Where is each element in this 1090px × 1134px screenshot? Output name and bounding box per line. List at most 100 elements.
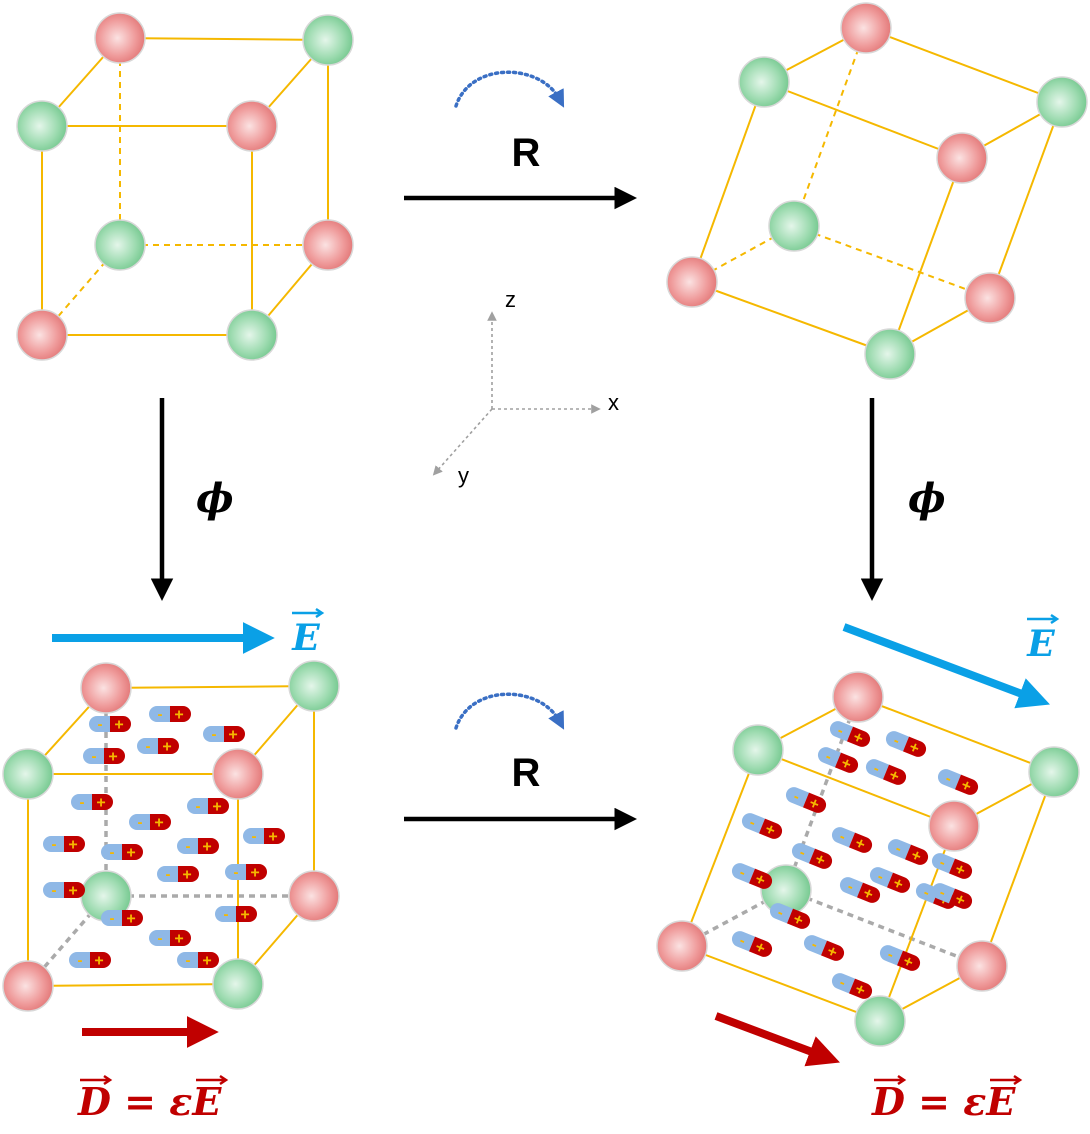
dipole-minus-sign: - bbox=[891, 732, 902, 750]
dipole-icon: -+ bbox=[243, 828, 285, 846]
dipole-minus-sign: - bbox=[52, 836, 57, 853]
dipole-icon: -+ bbox=[885, 731, 927, 758]
rotation-label-top: R bbox=[512, 131, 541, 175]
displacement-label-right: D = εE bbox=[871, 1079, 1016, 1124]
vector-overline-icon bbox=[874, 1074, 1023, 1086]
dipole-minus-sign: - bbox=[110, 844, 115, 861]
map-label-left: ϕ bbox=[196, 475, 234, 522]
dipole-icon: -+ bbox=[937, 769, 979, 796]
coordinate-axes: z x y bbox=[432, 287, 619, 488]
red-atom bbox=[2, 960, 54, 1012]
field-arrow-right: E bbox=[842, 613, 1060, 709]
red-atom bbox=[964, 272, 1016, 324]
dipole-icon: -+ bbox=[215, 906, 257, 924]
dipole-minus-sign: - bbox=[893, 840, 904, 858]
dipole-icon: -+ bbox=[831, 827, 873, 854]
green-atom bbox=[302, 14, 354, 66]
dipole-minus-sign: - bbox=[937, 884, 948, 902]
rotation-label-bottom: R bbox=[512, 751, 541, 795]
polarized-cell-rotated: -+-+-+-+-+-+-+-+-+-+-+-+-+-+-+-+-+-+-+-+… bbox=[656, 671, 1080, 1047]
green-atom bbox=[212, 958, 264, 1010]
rotation-arrow-bottom: R bbox=[404, 692, 637, 831]
dipole-icon: -+ bbox=[157, 866, 199, 884]
lattice-edge bbox=[105, 685, 315, 689]
dipole-plus-sign: + bbox=[174, 931, 183, 948]
dipole-plus-sign: + bbox=[96, 795, 105, 812]
field-arrow-left: E bbox=[52, 607, 325, 659]
dipole-icon: -+ bbox=[887, 839, 929, 866]
dipole-plus-sign: + bbox=[126, 845, 135, 862]
hidden-edge bbox=[681, 888, 787, 948]
red-atom bbox=[226, 100, 278, 152]
map-label-right: ϕ bbox=[908, 475, 946, 522]
dipole-minus-sign: - bbox=[252, 828, 257, 845]
dipole-icon: -+ bbox=[865, 759, 907, 786]
dipole-icon: -+ bbox=[225, 864, 267, 882]
dipole-plus-sign: + bbox=[174, 707, 183, 724]
dipole-plus-sign: + bbox=[202, 953, 211, 970]
green-atom bbox=[738, 56, 790, 108]
rotation-arrow-top: R bbox=[404, 70, 637, 210]
dipole-minus-sign: - bbox=[52, 882, 57, 899]
dipole-minus-sign: - bbox=[186, 838, 191, 855]
dipole-icon: -+ bbox=[869, 867, 911, 894]
atoms bbox=[656, 671, 1080, 1047]
green-atom bbox=[16, 100, 68, 152]
green-atom bbox=[226, 309, 278, 361]
dipole-minus-sign: - bbox=[146, 738, 151, 755]
dipole-minus-sign: - bbox=[837, 974, 848, 992]
lattice-edges bbox=[41, 37, 329, 336]
dipole-icon: -+ bbox=[803, 935, 845, 962]
dipole-icon: -+ bbox=[71, 794, 113, 812]
dipole-minus-sign: - bbox=[158, 930, 163, 947]
lattice-edge bbox=[763, 81, 963, 159]
green-atom bbox=[854, 995, 906, 1047]
dipole-icon: -+ bbox=[89, 716, 131, 734]
dipole-minus-sign: - bbox=[138, 814, 143, 831]
vector-overline-icon bbox=[292, 607, 325, 619]
dipole-minus-sign: - bbox=[166, 866, 171, 883]
green-atom bbox=[94, 219, 146, 271]
dipole-minus-sign: - bbox=[737, 864, 748, 882]
z-axis-label: z bbox=[505, 287, 516, 312]
red-atom bbox=[936, 132, 988, 184]
red-atom bbox=[16, 309, 68, 361]
green-atom bbox=[864, 328, 916, 380]
lattice-edge bbox=[981, 771, 1055, 967]
dipole-plus-sign: + bbox=[94, 953, 103, 970]
dipole-icon: -+ bbox=[149, 930, 191, 948]
dipole-icon: -+ bbox=[69, 952, 111, 970]
dipole-icon: -+ bbox=[931, 853, 973, 880]
x-axis-label: x bbox=[608, 390, 619, 415]
green-atom bbox=[732, 724, 784, 776]
displacement-label-left: D = εE bbox=[77, 1079, 222, 1124]
dipole-minus-sign: - bbox=[823, 748, 834, 766]
dipole-plus-sign: + bbox=[108, 749, 117, 766]
dipole-icon: -+ bbox=[43, 836, 85, 854]
dipole-icon: -+ bbox=[101, 844, 143, 862]
red-atom bbox=[928, 800, 980, 852]
dipole-minus-sign: - bbox=[837, 828, 848, 846]
dipole-minus-sign: - bbox=[871, 760, 882, 778]
dipole-minus-sign: - bbox=[224, 906, 229, 923]
dipole-icon: -+ bbox=[839, 877, 881, 904]
red-atom bbox=[840, 2, 892, 54]
lattice-edge bbox=[865, 27, 1063, 103]
y-axis bbox=[432, 408, 493, 476]
dipole-minus-sign: - bbox=[158, 706, 163, 723]
red-atom bbox=[80, 662, 132, 714]
dipole-plus-sign: + bbox=[114, 717, 123, 734]
dipole-minus-sign: - bbox=[885, 946, 896, 964]
crystal-cell-unrotated bbox=[16, 12, 354, 361]
dipole-icon: -+ bbox=[829, 721, 871, 748]
vector-overline-icon bbox=[1027, 613, 1060, 625]
dipole-minus-sign: - bbox=[845, 878, 856, 896]
dipole-minus-sign: - bbox=[92, 748, 97, 765]
field-label-left: E bbox=[291, 617, 320, 659]
dipole-icon: -+ bbox=[817, 747, 859, 774]
dipole-icon: -+ bbox=[769, 903, 811, 930]
atoms bbox=[666, 2, 1088, 380]
dipole-minus-sign: - bbox=[196, 798, 201, 815]
dipole-icon: -+ bbox=[137, 738, 179, 756]
